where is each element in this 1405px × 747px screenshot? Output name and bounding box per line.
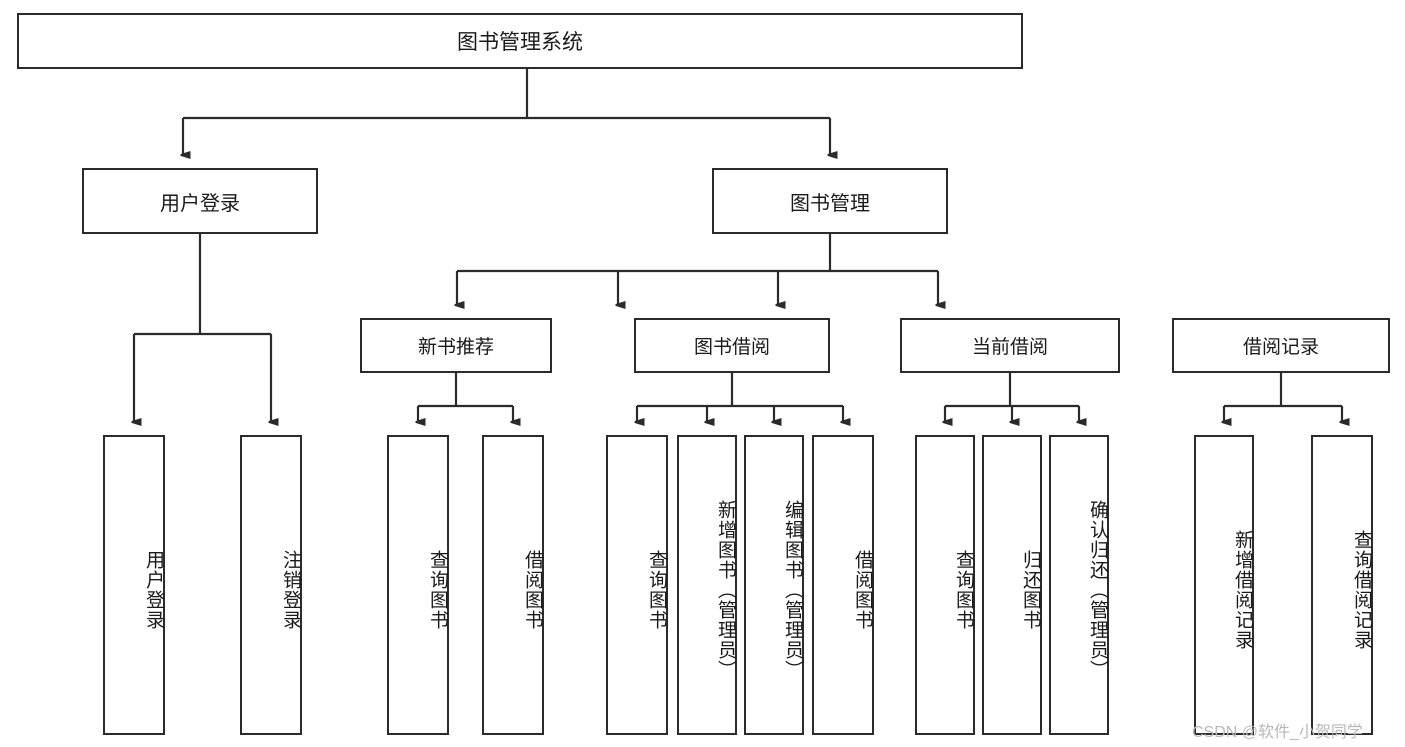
node-leaf-0-label: 用户登录 [143,550,164,630]
node-leaf-7-label: 借阅图书 [852,550,873,630]
node-level2-0-label: 新书推荐 [417,337,494,358]
node-leaf-4[interactable]: 查询图书 [606,435,668,735]
node-leaf-3[interactable]: 借阅图书 [482,435,544,735]
node-leaf-12-label: 查询借阅记录 [1351,530,1372,650]
node-leaf-11-label: 新增借阅记录 [1232,530,1253,650]
node-level2-2-label: 当前借阅 [971,337,1048,358]
node-level1-0-label: 用户登录 [160,192,240,215]
node-leaf-5[interactable]: 新增图书（管理员） [677,435,737,735]
node-leaf-6-label: 编辑图书（管理员） [782,500,803,680]
node-leaf-6[interactable]: 编辑图书（管理员） [744,435,804,735]
node-leaf-8[interactable]: 查询图书 [915,435,975,735]
node-level1-1-label: 图书管理 [790,192,870,215]
node-leaf-3-label: 借阅图书 [522,550,543,630]
node-level1-0[interactable]: 用户登录 [82,168,318,234]
node-level2-1[interactable]: 图书借阅 [634,318,830,373]
node-leaf-7[interactable]: 借阅图书 [812,435,874,735]
node-leaf-10[interactable]: 确认归还（管理员） [1049,435,1109,735]
node-root[interactable]: 图书管理系统 [17,13,1023,69]
node-leaf-1-label: 注销登录 [280,550,301,630]
node-leaf-0[interactable]: 用户登录 [103,435,165,735]
node-level2-0[interactable]: 新书推荐 [360,318,552,373]
csdn-watermark: CSDN @软件_小贺同学 [1192,724,1363,741]
node-leaf-8-label: 查询图书 [953,550,974,630]
node-level2-1-label: 图书借阅 [693,337,770,358]
node-leaf-12[interactable]: 查询借阅记录 [1311,435,1373,735]
node-root-label: 图书管理系统 [457,31,583,54]
node-leaf-1[interactable]: 注销登录 [240,435,302,735]
node-level2-3[interactable]: 借阅记录 [1172,318,1390,373]
node-leaf-11[interactable]: 新增借阅记录 [1194,435,1254,735]
node-leaf-9-label: 归还图书 [1020,550,1041,630]
node-level1-1[interactable]: 图书管理 [712,168,948,234]
node-leaf-10-label: 确认归还（管理员） [1087,500,1108,680]
node-level2-2[interactable]: 当前借阅 [900,318,1120,373]
node-leaf-5-label: 新增图书（管理员） [715,500,736,680]
node-leaf-2-label: 查询图书 [427,550,448,630]
node-leaf-4-label: 查询图书 [646,550,667,630]
node-leaf-2[interactable]: 查询图书 [387,435,449,735]
node-leaf-9[interactable]: 归还图书 [982,435,1042,735]
node-level2-3-label: 借阅记录 [1242,337,1319,358]
